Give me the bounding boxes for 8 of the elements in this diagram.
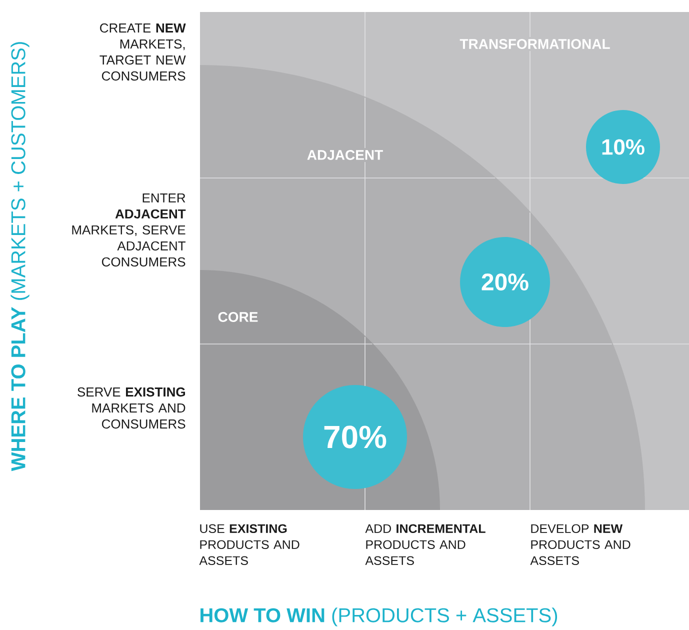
column-label: ADD INCREMENTAL PRODUCTS AND ASSETS <box>365 524 486 566</box>
row-label: CREATE NEW MARKETS, TARGET NEW CONSUMERS <box>100 23 186 81</box>
axis-title: WHERE TO PLAY (MARKETS + CUSTOMERS) <box>10 42 30 472</box>
column-label: USE EXISTING PRODUCTS AND ASSETS <box>199 524 300 566</box>
row-label: SERVE EXISTING MARKETS AND CONSUMERS <box>78 387 186 429</box>
row-label: ENTER ADJACENT MARKETS, SERVE ADJACENT CONSUMERS <box>72 193 186 267</box>
axis-title: HOW TO WIN (PRODUCTS + ASSETS) <box>200 608 558 626</box>
column-label: DEVELOP NEW PRODUCTS AND ASSETS <box>530 524 630 566</box>
